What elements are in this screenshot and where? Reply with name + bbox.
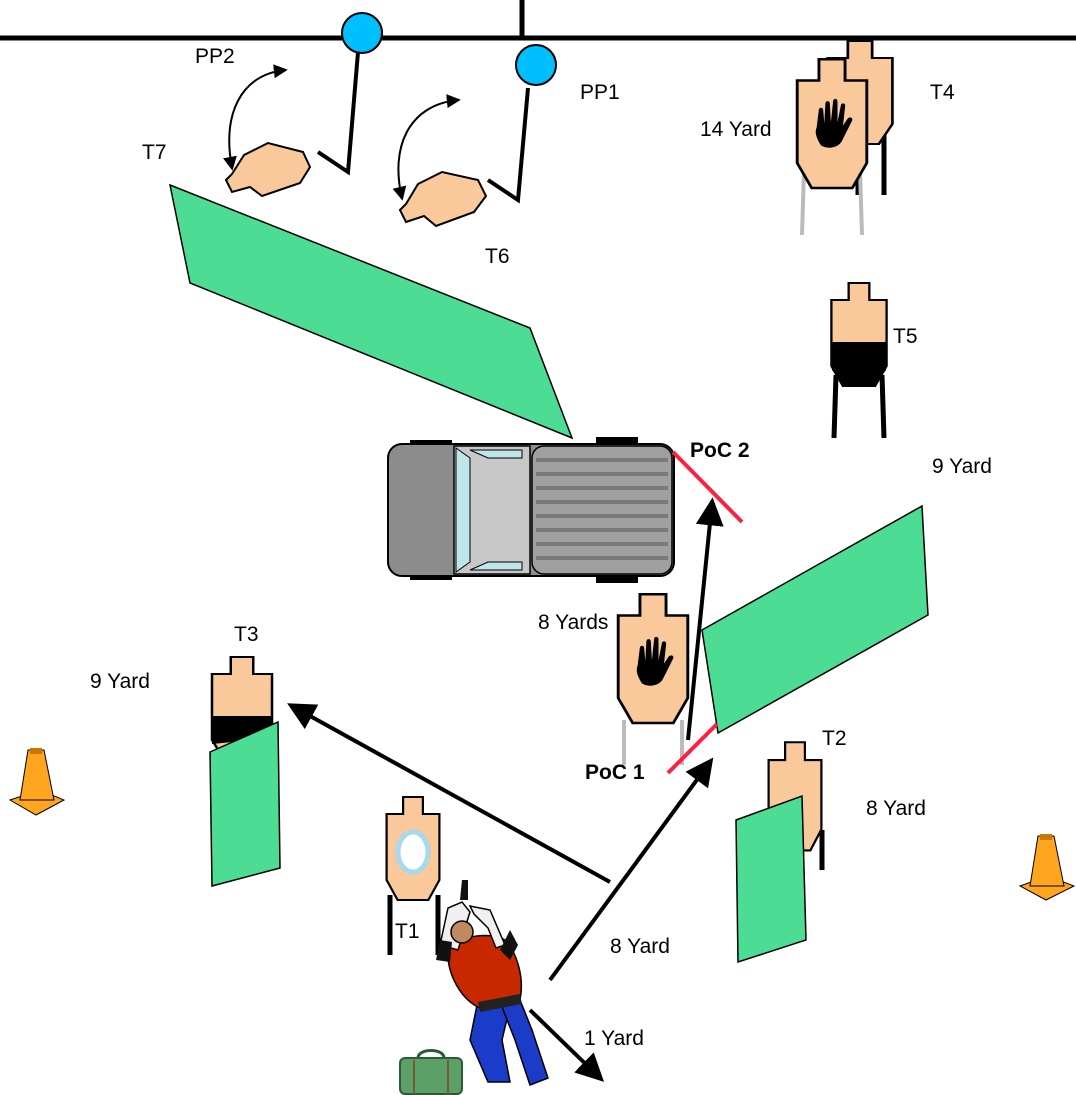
label-poc1: PoC 1 — [585, 761, 645, 784]
target-t5 — [830, 281, 888, 439]
label-t2: T2 — [822, 727, 847, 750]
label-t6: T6 — [485, 245, 510, 268]
move-arrow-to-poc2 — [686, 497, 724, 741]
barrier-t3 — [209, 720, 281, 887]
label-t4-distance: 14 Yard — [700, 118, 772, 141]
target-center-no-shoot — [616, 592, 690, 765]
popper-pp1 — [398, 44, 557, 228]
label-t5: T5 — [893, 325, 918, 348]
label-t7: T7 — [142, 141, 167, 164]
label-poc2: PoC 2 — [690, 439, 750, 462]
poc1-line — [666, 722, 719, 775]
barrier-right — [701, 504, 929, 735]
shooter-figure-icon — [436, 880, 549, 1086]
label-pp2: PP2 — [195, 45, 235, 68]
target-t3 — [209, 655, 281, 887]
label-right-barrier-distance: 9 Yard — [932, 455, 992, 478]
pickup-truck-icon — [387, 437, 675, 583]
traffic-cone-icon — [8, 748, 66, 816]
pp1-swing-arrow — [392, 94, 461, 201]
label-center-target-distance: 8 Yards — [538, 611, 608, 634]
label-t3: T3 — [234, 623, 259, 646]
label-run-distance: 8 Yard — [610, 935, 670, 958]
barrier-top-left — [168, 183, 574, 440]
barrier-t2 — [735, 794, 807, 964]
label-t1: T1 — [395, 920, 420, 943]
pp2-swing-arrow — [223, 64, 288, 171]
arrow-step-back — [528, 1008, 605, 1082]
suitcase-icon — [399, 1049, 463, 1095]
poc2-line — [671, 450, 744, 524]
label-t3-distance: 9 Yard — [90, 670, 150, 693]
arrow-to-t3 — [287, 703, 611, 884]
target-t4-front — [795, 57, 869, 236]
label-t2-distance: 8 Yard — [866, 797, 926, 820]
traffic-cone-icon — [1018, 834, 1076, 901]
label-t4: T4 — [930, 81, 955, 104]
label-pp1: PP1 — [580, 81, 620, 104]
arrow-to-poc1 — [548, 757, 714, 982]
target-t1 — [385, 795, 441, 955]
label-step-distance: 1 Yard — [584, 1027, 644, 1050]
target-t2 — [735, 741, 825, 964]
